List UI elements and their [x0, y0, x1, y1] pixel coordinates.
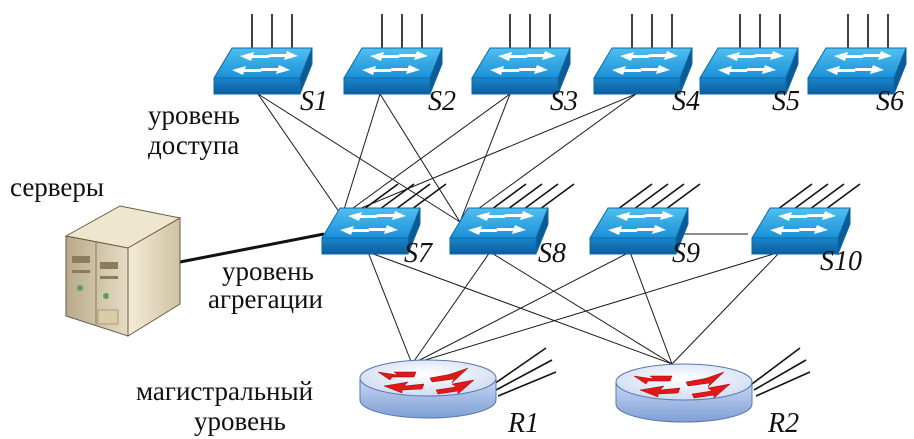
switch-label-s10: S10 [820, 246, 862, 277]
switch-label-s4: S4 [672, 86, 700, 117]
aggregation-core-links [367, 233, 781, 365]
switch-label-s7: S7 [404, 238, 433, 269]
switch-s1-icon [213, 47, 313, 95]
router-label-r1: R1 [507, 408, 539, 439]
aggregation-level-label-line1: уровень [222, 256, 314, 286]
switch-label-s6: S6 [876, 86, 904, 117]
switch-label-s3: S3 [550, 86, 578, 117]
switch-label-s2: S2 [428, 86, 456, 117]
switch-label-s1: S1 [300, 86, 328, 117]
router-r2-icon [615, 363, 753, 423]
aggregation-stubs [359, 183, 861, 213]
server-icon [64, 205, 182, 337]
aggregation-level-label-line2: агрегации [208, 284, 323, 314]
core-level-label-line2: уровень [194, 406, 286, 436]
switch-label-s9: S9 [672, 238, 700, 269]
router-stubs [493, 347, 811, 397]
switch-s8-icon [449, 207, 549, 255]
server-link [179, 232, 325, 264]
access-aggregation-links [257, 93, 637, 223]
core-level-label-line1: магистральный [136, 376, 313, 406]
switch-label-s5: S5 [772, 86, 800, 117]
switch-label-s8: S8 [538, 238, 566, 269]
access-level-label-line2: доступа [148, 130, 239, 160]
servers-label: серверы [10, 172, 104, 202]
access-level-label-line1: уровень [148, 100, 240, 130]
router-r1-icon [359, 359, 497, 419]
access-stubs [251, 14, 889, 52]
router-label-r2: R2 [767, 408, 799, 439]
